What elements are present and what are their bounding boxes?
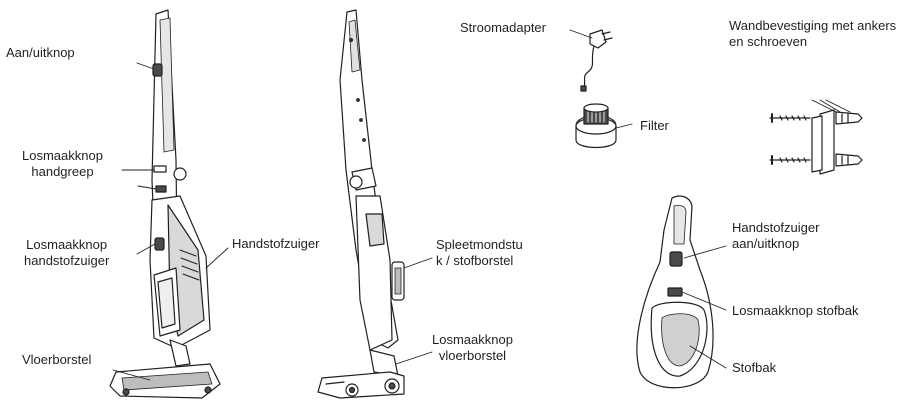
power-adapter	[581, 30, 612, 91]
label-handstofzuiger: Handstofzuiger	[232, 236, 319, 252]
leader-lines	[113, 30, 850, 380]
stick-vacuum-side	[318, 10, 404, 398]
label-filter: Filter	[640, 118, 669, 134]
label-stroomadapter: Stroomadapter	[460, 20, 546, 36]
label-wandbevestiging: Wandbevestiging met ankers en schroeven	[729, 18, 896, 50]
filter-part	[576, 104, 616, 148]
label-losmaakknop-handgreep: Losmaakknop handgreep	[22, 148, 103, 180]
label-stofbak: Stofbak	[732, 360, 776, 376]
label-losmaakknop-vloerborstel: Losmaakknop vloerborstel	[432, 332, 513, 364]
handheld-vacuum	[637, 196, 713, 388]
label-spleetmondstuk: Spleetmondstu k / stofborstel	[436, 237, 523, 269]
label-losmaakknop-handstofzuiger: Losmaakknop handstofzuiger	[24, 237, 109, 269]
label-vloerborstel: Vloerborstel	[22, 352, 91, 368]
label-losmaakknop-stofbak: Losmaakknop stofbak	[732, 303, 858, 319]
label-aan-uitknop: Aan/uitknop	[6, 45, 75, 61]
wall-mount-kit	[770, 110, 862, 174]
label-handstofzuiger-aan-uitknop: Handstofzuiger aan/uitknop	[732, 220, 819, 252]
stick-vacuum-front	[110, 10, 220, 398]
